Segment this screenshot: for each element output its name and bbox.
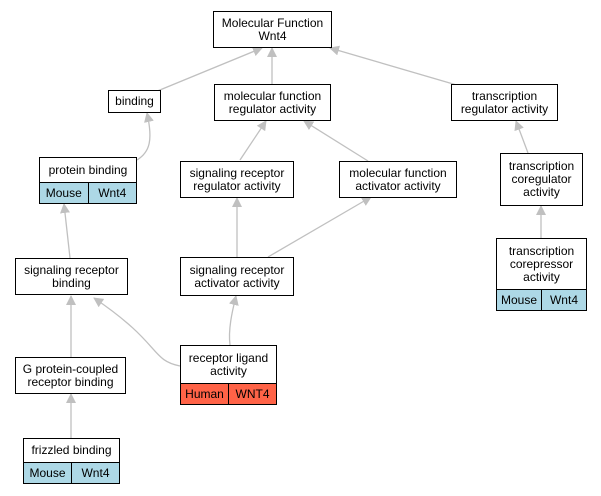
gene-label: Wnt4 (87, 183, 136, 203)
edge-transcriptioncoregulator-to-transcriptionregulator (514, 120, 529, 154)
node-binding[interactable]: binding (108, 90, 161, 113)
gene-label: Wnt4 (71, 463, 119, 483)
edge-signalingreceptoractivator-to-mfactivator (267, 196, 372, 258)
node-label: binding (115, 94, 154, 108)
node-label: signaling receptor activator activity (189, 262, 285, 290)
node-gpcr-binding[interactable]: G protein-coupled receptor binding (15, 357, 126, 394)
edge-transcriptionregulator-to-mf (329, 45, 461, 87)
species-label: Mouse (24, 463, 71, 483)
species-badge-human: Human WNT4 (181, 383, 276, 404)
gene-label: WNT4 (228, 384, 276, 404)
edge-signalingreceptorbinding-to-proteinbinding (60, 203, 71, 259)
node-label: Molecular Function Wnt4 (221, 15, 324, 43)
node-label: frizzled binding (31, 443, 112, 457)
node-molecular-function-regulator-activity[interactable]: molecular function regulator activity (214, 84, 331, 121)
edge-mfactivator-to-mfregulator (303, 120, 369, 162)
node-protein-binding[interactable]: protein binding Mouse Wnt4 (39, 157, 137, 204)
node-label: receptor ligand activity (188, 350, 269, 378)
node-label: molecular function activator activity (349, 165, 447, 193)
species-label: Mouse (497, 290, 541, 310)
node-label: transcription regulator activity (460, 88, 549, 116)
node-label: signaling receptor binding (24, 262, 119, 290)
edge-receptorligand-to-signalingreceptoractivator-direct (228, 295, 239, 346)
node-label: molecular function regulator activity (223, 88, 322, 116)
node-transcription-corepressor-activity[interactable]: transcription corepressor activity Mouse… (496, 238, 587, 311)
node-transcription-regulator-activity[interactable]: transcription regulator activity (451, 84, 558, 121)
gene-label: Wnt4 (541, 290, 586, 310)
node-molecular-function-activator-activity[interactable]: molecular function activator activity (339, 161, 457, 198)
edge-receptorligand-to-signalingreceptoractivator (93, 297, 181, 367)
node-label: signaling receptor regulator activity (189, 165, 285, 193)
node-transcription-coregulator-activity[interactable]: transcription coregulator activity (500, 153, 583, 206)
node-receptor-ligand-activity[interactable]: receptor ligand activity Human WNT4 (180, 345, 277, 405)
node-label: transcription coregulator activity (508, 159, 575, 199)
species-label: Human (181, 384, 228, 404)
node-signaling-receptor-binding[interactable]: signaling receptor binding (15, 258, 128, 295)
species-badge-mouse: Mouse Wnt4 (40, 182, 136, 203)
node-label: protein binding (48, 162, 128, 177)
node-label: transcription corepressor activity (508, 243, 575, 284)
species-label: Mouse (40, 183, 88, 203)
edge-binding-to-mf (154, 46, 263, 93)
node-signaling-receptor-regulator-activity[interactable]: signaling receptor regulator activity (180, 161, 294, 198)
edge-signalingreceptorregulator-to-mfregulator (239, 120, 267, 161)
node-molecular-function-wnt4[interactable]: Molecular Function Wnt4 (213, 11, 332, 48)
species-badge-mouse: Mouse Wnt4 (497, 289, 586, 310)
node-frizzled-binding[interactable]: frizzled binding Mouse Wnt4 (23, 438, 120, 484)
species-badge-mouse: Mouse Wnt4 (24, 462, 119, 483)
node-label: G protein-coupled receptor binding (22, 361, 119, 389)
edge-proteinbinding-to-binding (136, 112, 154, 161)
node-signaling-receptor-activator-activity[interactable]: signaling receptor activator activity (180, 257, 294, 296)
